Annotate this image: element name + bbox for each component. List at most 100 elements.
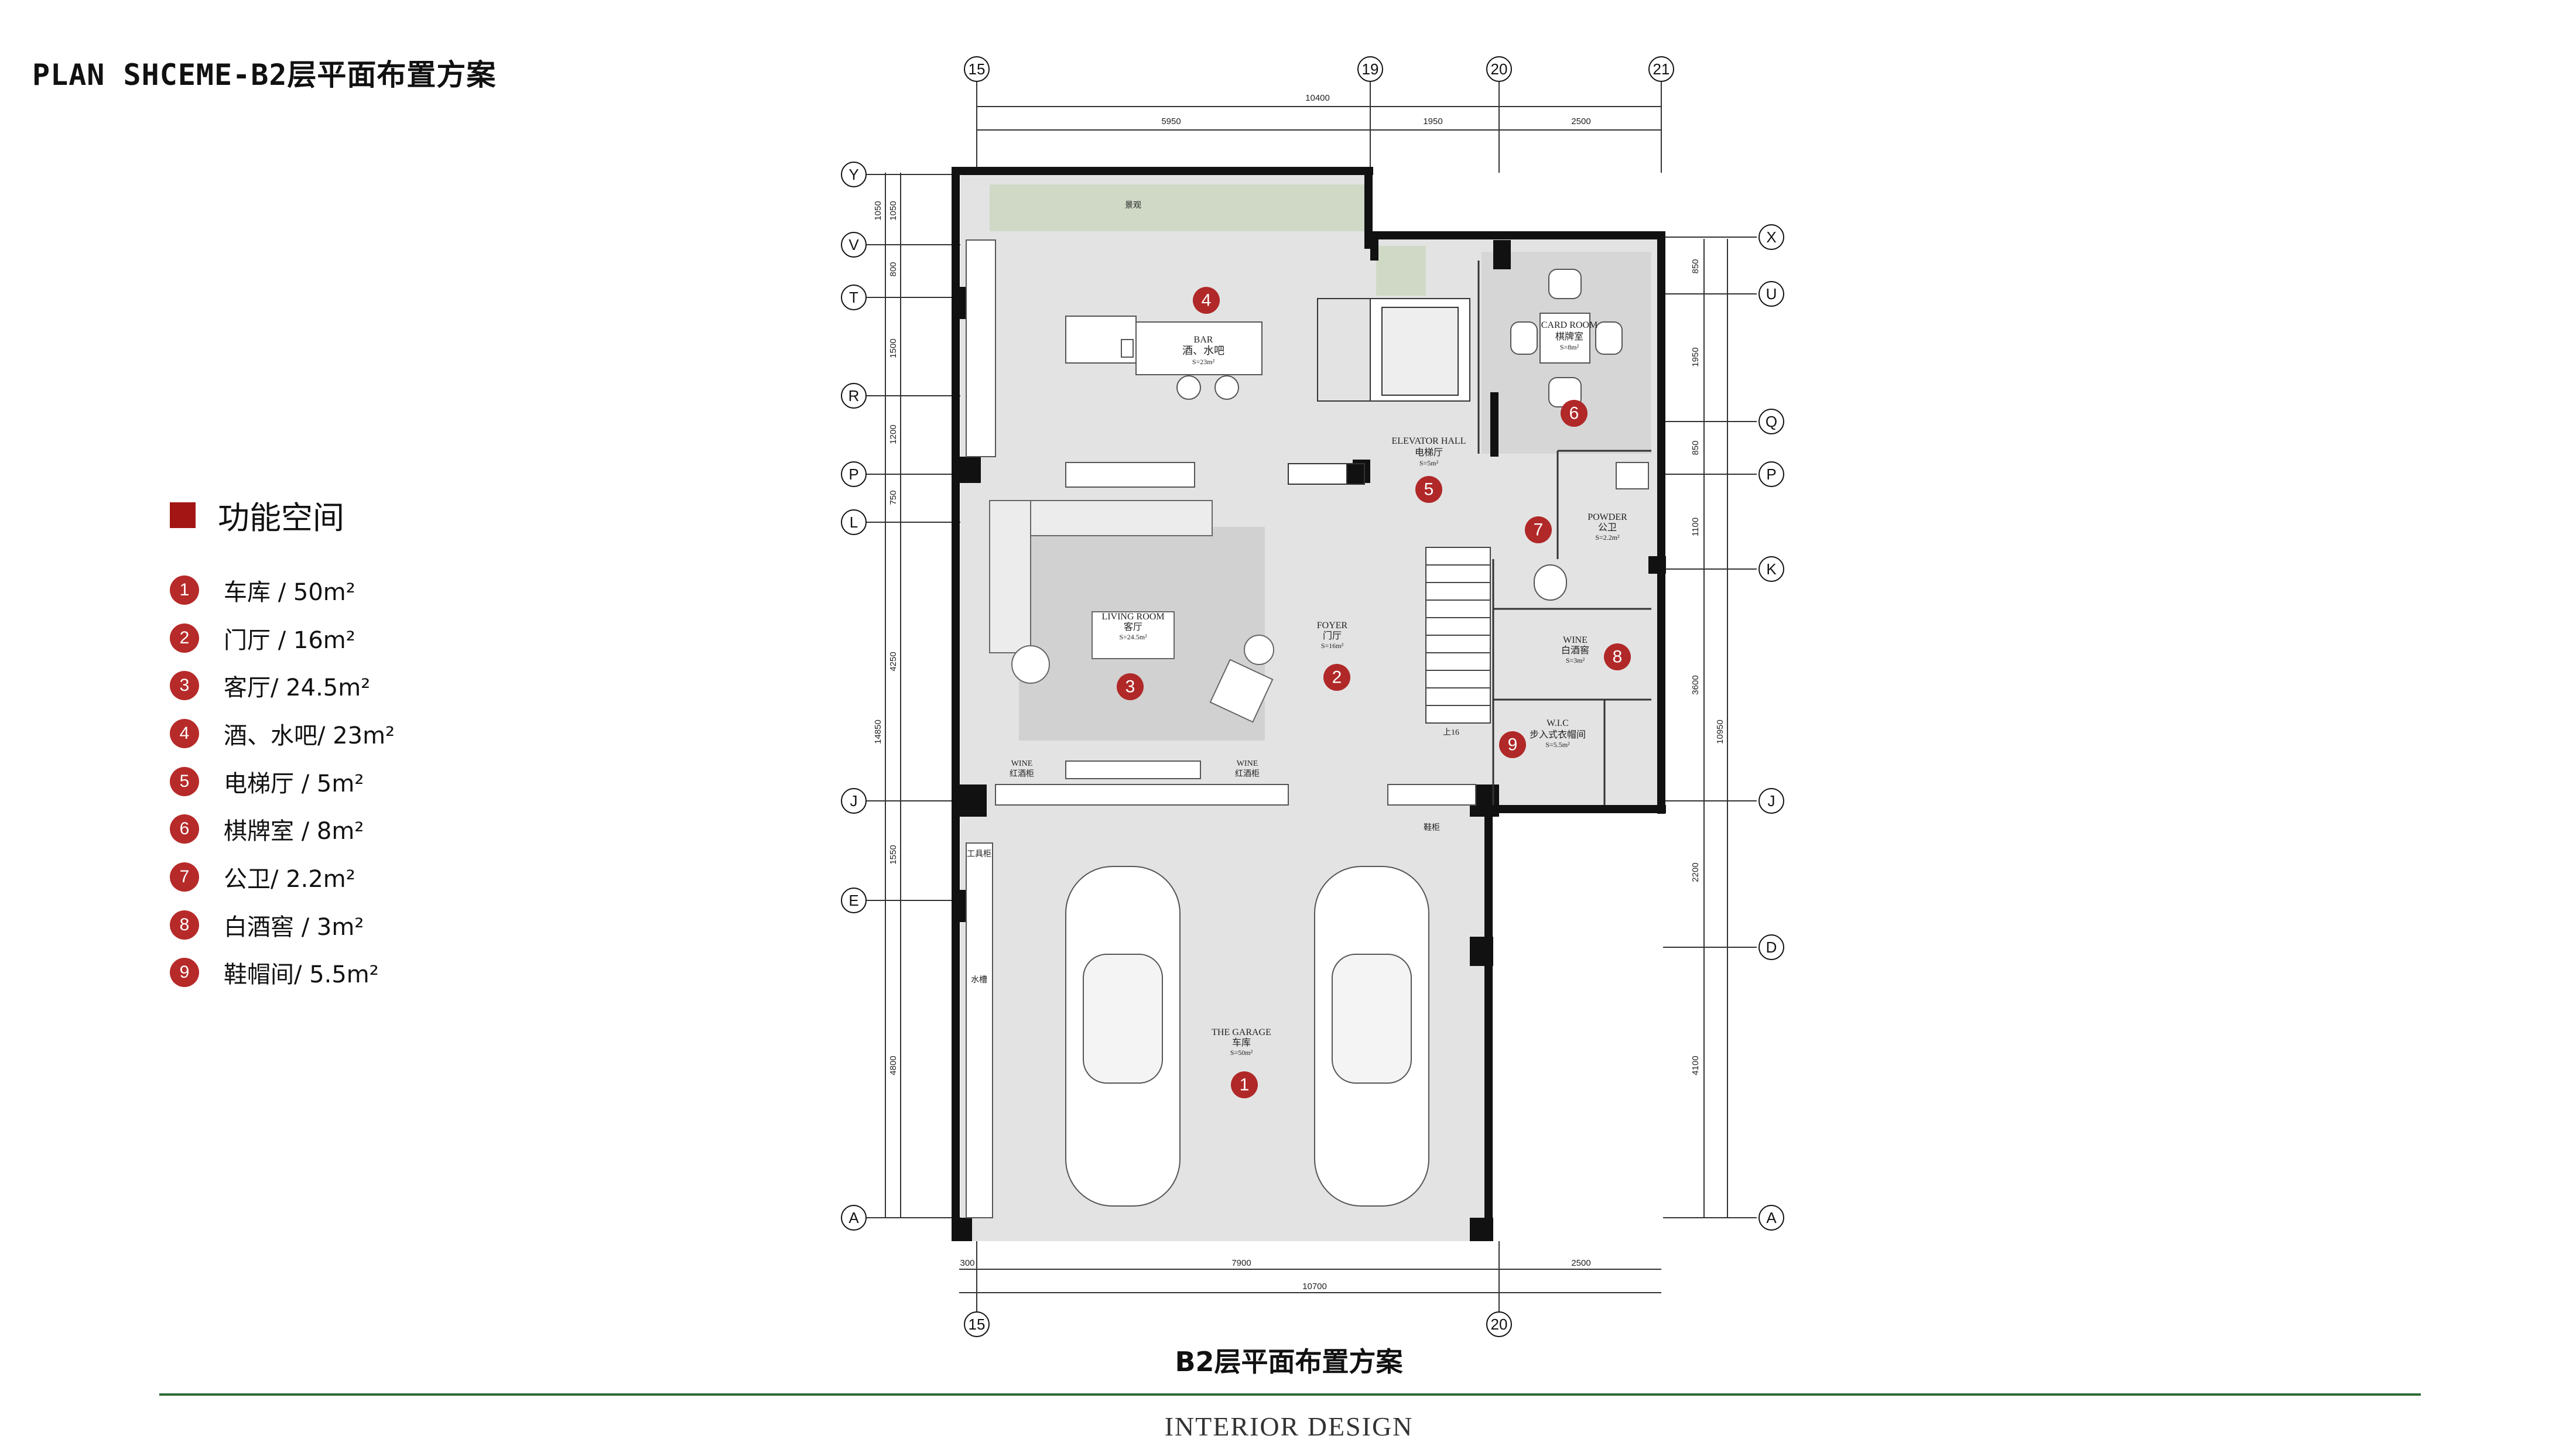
grid-label-right: J xyxy=(1768,792,1775,810)
legend-item: 8 白酒窖 / 3m² xyxy=(170,901,395,949)
grid-label-left: J xyxy=(850,792,858,810)
grid-label-right-circle xyxy=(1758,409,1784,434)
dim-right: 1950 xyxy=(1691,347,1701,366)
dim-left: 800 xyxy=(888,262,898,276)
legend-label: 白酒窖 / 3m² xyxy=(224,913,364,941)
grid-label-right-circle xyxy=(1758,934,1784,960)
bar-label-area: S=23m² xyxy=(1192,358,1215,366)
wine-right-cn: 红酒柜 xyxy=(1235,769,1260,779)
card-label-en: CARD ROOM xyxy=(1541,320,1597,330)
grid-label-left-circle xyxy=(841,509,867,535)
bar-label-cn: 酒、水吧 xyxy=(1182,345,1224,357)
partitions xyxy=(1477,261,1651,805)
svg-text:4: 4 xyxy=(1202,291,1212,310)
legend-number: 6 xyxy=(170,814,199,844)
legend-swatch xyxy=(170,502,196,528)
dim-bottom-part: 2500 xyxy=(1571,1258,1590,1268)
grid-label-bottom-circle xyxy=(964,1311,990,1337)
grid-label-left: L xyxy=(850,513,858,531)
svg-text:9: 9 xyxy=(1508,735,1518,755)
legend-label: 门厅 / 16m² xyxy=(224,626,355,654)
garage-label-area: S=50m² xyxy=(1230,1049,1253,1057)
living-label-area: S=24.5m² xyxy=(1119,633,1147,641)
page-title: PLAN SHCEME-B2层平面布置方案 xyxy=(32,58,497,92)
dim-left: 1550 xyxy=(888,845,898,864)
legend-label: 客厅/ 24.5m² xyxy=(224,674,371,702)
grid-label-left-circle xyxy=(841,285,867,310)
elevator-label-en: ELEVATOR HALL xyxy=(1392,436,1466,446)
wine-right-en: WINE xyxy=(1237,759,1258,768)
dim-right-outer: 10950 xyxy=(1715,720,1725,744)
svg-text:1: 1 xyxy=(1240,1075,1250,1095)
powder-label-area: S=2.2m² xyxy=(1595,533,1620,542)
grid-label-left-circle xyxy=(841,461,867,487)
card-label-cn: 棋牌室 xyxy=(1555,331,1583,342)
cars xyxy=(1065,866,1429,1207)
garage-label-en: THE GARAGE xyxy=(1212,1027,1271,1037)
svg-text:2: 2 xyxy=(1332,668,1342,687)
courtyard-label: 景观 xyxy=(1125,201,1141,210)
wine-left-cn: 红酒柜 xyxy=(1010,769,1034,779)
dim-left-outer: 14850 xyxy=(873,720,883,744)
elevator-label-area: S=5m² xyxy=(1419,459,1439,467)
grid-label-top: 21 xyxy=(1653,60,1670,78)
stair-up-label: 上16 xyxy=(1443,728,1459,737)
grid-label-left-circle xyxy=(841,1205,867,1231)
living-label-en: LIVING ROOM xyxy=(1101,612,1164,622)
legend-label: 公卫/ 2.2m² xyxy=(224,865,355,893)
legend-heading: 功能空间 xyxy=(170,492,395,538)
dim-bottom-total: 10700 xyxy=(1302,1282,1327,1291)
svg-text:5: 5 xyxy=(1424,480,1434,499)
dim-left: 1200 xyxy=(888,424,898,444)
room-labels: BAR 酒、水吧 S=23m² CARD ROOM 棋牌室 S=8m² ELEV… xyxy=(967,201,1627,1057)
dim-left: 4800 xyxy=(888,1056,898,1075)
card-label-area: S=8m² xyxy=(1560,343,1579,351)
legend-number: 7 xyxy=(170,862,199,892)
grid-label-left-circle xyxy=(841,888,867,913)
grid-label-left: R xyxy=(849,387,860,405)
grid-label-left: V xyxy=(849,236,859,253)
grid-label-left-circle xyxy=(841,383,867,409)
walls xyxy=(952,167,1666,1241)
grid-label-top: 15 xyxy=(969,60,986,78)
legend-number: 4 xyxy=(170,718,199,748)
grid-label-bottom-circle xyxy=(1486,1311,1512,1337)
elevator-label-cn: 电梯厅 xyxy=(1415,447,1443,458)
planting-box xyxy=(1376,246,1426,296)
grid-label-top-circle xyxy=(1357,56,1383,82)
legend-label: 电梯厅 / 5m² xyxy=(224,770,364,797)
dim-top-part: 2500 xyxy=(1571,117,1590,126)
legend-label: 棋牌室 / 8m² xyxy=(224,818,364,845)
grid-label-right-circle xyxy=(1758,788,1784,814)
legend-item: 6 棋牌室 / 8m² xyxy=(170,805,395,853)
stairs xyxy=(1425,547,1491,724)
grid-label-top-circle xyxy=(964,56,990,82)
wine-left-en: WINE xyxy=(1011,759,1033,768)
grid-label-right: Q xyxy=(1766,413,1777,430)
wlc-label-en: W.I.C xyxy=(1547,718,1569,728)
legend-number: 8 xyxy=(170,910,199,940)
bar-label-en: BAR xyxy=(1194,335,1213,345)
legend-item: 7 公卫/ 2.2m² xyxy=(170,853,395,901)
powder-label-en: POWDER xyxy=(1588,512,1627,522)
wine-cellar-label-cn: 白酒窖 xyxy=(1561,645,1589,656)
dim-bottom-part: 7900 xyxy=(1231,1258,1251,1268)
grid-label-left: E xyxy=(849,892,858,909)
dim-left: 1500 xyxy=(888,338,898,358)
garage-label-cn: 车库 xyxy=(1232,1037,1251,1048)
dim-right: 2200 xyxy=(1691,862,1701,882)
grid-label-left: A xyxy=(849,1209,859,1227)
tool-cabinet-label: 工具柜 xyxy=(967,849,991,859)
dim-top-part: 1950 xyxy=(1423,117,1442,126)
room-badge-garage: 1 xyxy=(1231,1071,1258,1098)
dim-top-total: 10400 xyxy=(1305,93,1330,103)
divider-line xyxy=(159,1393,2421,1396)
svg-text:3: 3 xyxy=(1125,677,1135,697)
powder-label-cn: 公卫 xyxy=(1598,523,1617,533)
sink-label: 水槽 xyxy=(971,975,987,985)
